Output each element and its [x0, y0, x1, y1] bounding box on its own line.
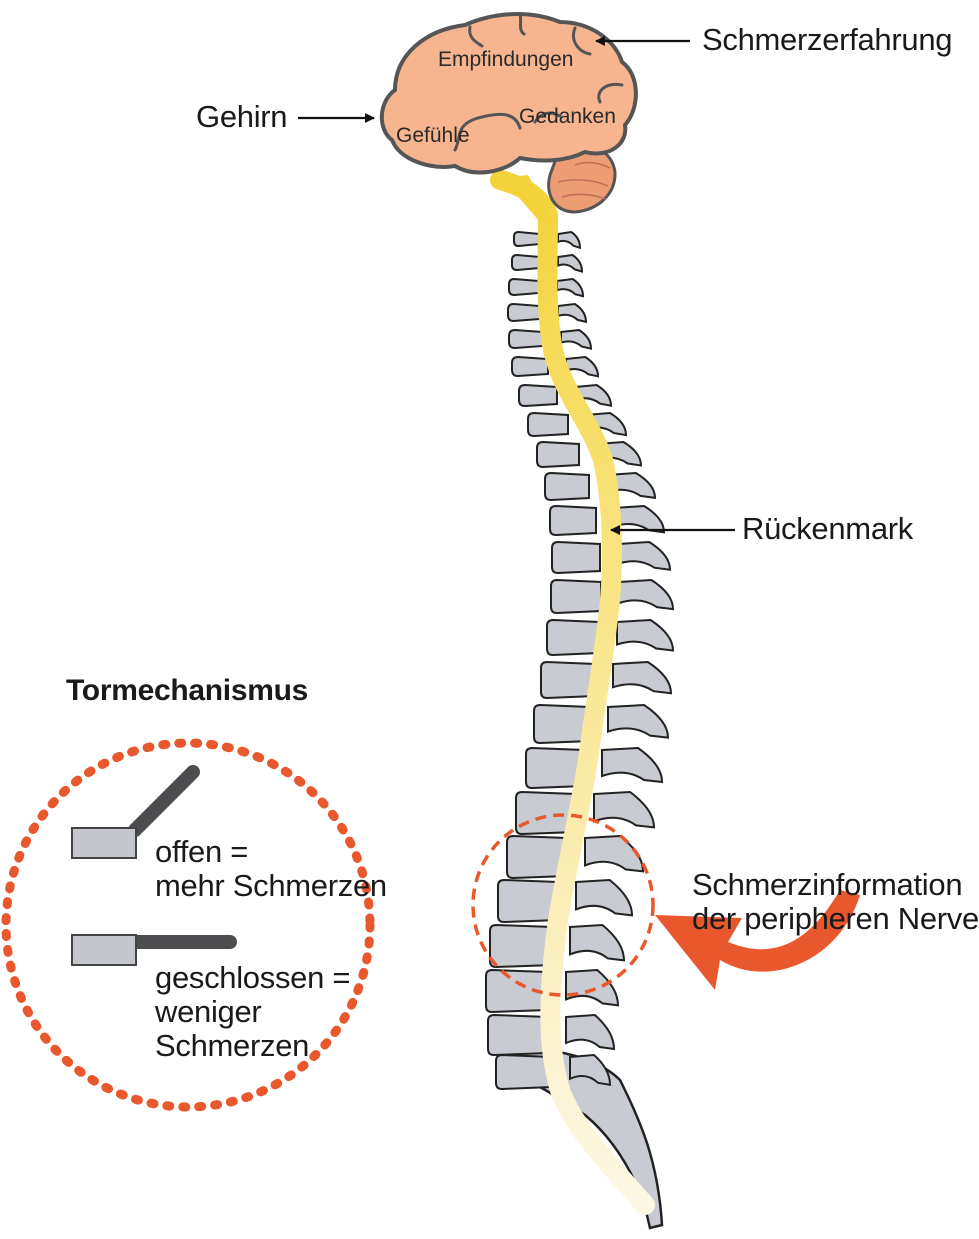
label-closed-line1: geschlossen = — [155, 961, 350, 995]
vertebra-body — [490, 925, 552, 967]
label-open-line2: mehr Schmerzen — [155, 869, 387, 903]
vertebra-body — [551, 580, 601, 613]
label-schmerzinformation: Schmerzinformation der peripheren Nerven — [692, 868, 979, 936]
vertebra-body — [512, 255, 540, 270]
label-empfindungen: Empfindungen — [438, 48, 573, 72]
vertebra-process — [558, 304, 586, 322]
vertebra-process — [570, 925, 624, 960]
vertebra-body — [514, 232, 540, 246]
vertebra-process — [557, 279, 583, 296]
label-rueckenmark: Rückenmark — [742, 511, 913, 547]
label-open-line1: offen = — [155, 835, 387, 869]
tormechanismus-title: Tormechanismus — [66, 674, 308, 708]
vertebra-process — [613, 662, 671, 693]
label-open-gate: offen = mehr Schmerzen — [155, 835, 387, 903]
vertebra-process — [561, 330, 591, 349]
vertebra-body — [552, 542, 600, 573]
label-schmerzerfahrung: Schmerzerfahrung — [702, 22, 952, 58]
label-closed-gate: geschlossen = weniger Schmerzen — [155, 961, 350, 1063]
open-gate-bar — [135, 772, 193, 830]
vertebra-process — [558, 255, 582, 272]
vertebra-body — [528, 413, 568, 436]
label-schmerzinformation-line2: der peripheren Nerven — [692, 902, 979, 936]
vertebra-body — [550, 506, 596, 535]
vertebra-body — [512, 357, 548, 376]
vertebra-process — [594, 792, 654, 827]
vertebra-process — [576, 880, 632, 915]
vertebrae-group — [486, 232, 673, 1089]
label-gefuehle: Gefühle — [396, 124, 470, 148]
vertebra-body — [508, 304, 540, 321]
label-closed-line3: Schmerzen — [155, 1029, 350, 1063]
vertebra-body — [509, 279, 539, 295]
vertebra-body — [519, 385, 557, 406]
vertebra-process — [608, 705, 668, 738]
vertebra-body — [537, 442, 579, 467]
vertebra-body — [541, 662, 595, 698]
vertebra-process — [566, 1015, 614, 1049]
label-closed-line2: weniger — [155, 995, 350, 1029]
label-schmerzinformation-line1: Schmerzinformation — [692, 868, 979, 902]
vertebra-process — [617, 620, 673, 651]
vertebra-body — [488, 1015, 548, 1055]
vertebra-body — [547, 620, 599, 655]
vertebra-process — [585, 836, 643, 871]
label-gedanken: Gedanken — [519, 105, 616, 129]
vertebra-process — [558, 232, 580, 248]
open-gate-box — [72, 828, 136, 858]
vertebra-body — [545, 473, 589, 500]
vertebra-process — [602, 748, 662, 782]
vertebra-body — [509, 330, 543, 348]
vertebra-process — [618, 542, 670, 570]
vertebra-process — [566, 970, 618, 1005]
closed-gate-box — [72, 935, 136, 965]
label-gehirn: Gehirn — [196, 99, 287, 135]
vertebra-process — [619, 580, 673, 609]
